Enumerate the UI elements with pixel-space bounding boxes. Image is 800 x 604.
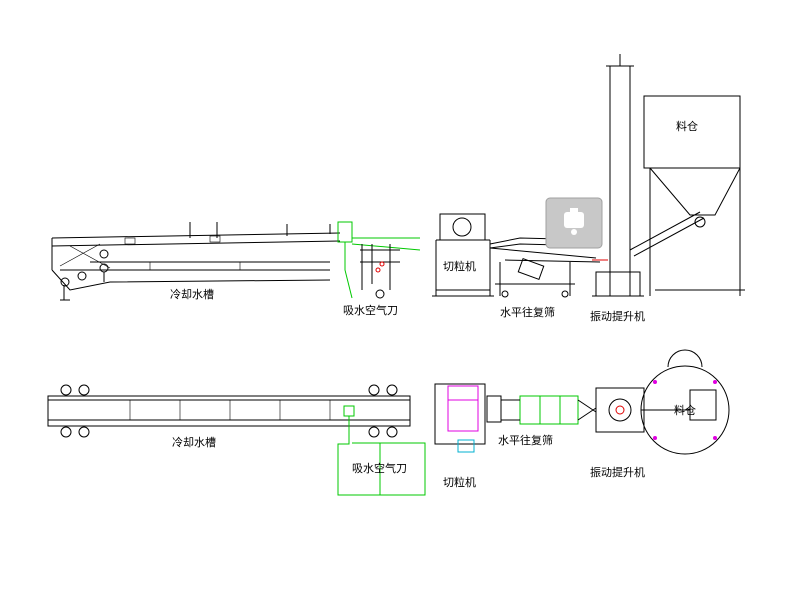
overlay-box[interactable] [545, 197, 603, 249]
air-knife-plan: 吸水空气刀 [337, 405, 426, 496]
label-vibrating-elevator-bottom: 振动提升机 [590, 465, 645, 479]
cooling-tank-elevation: 冷却水槽 [51, 222, 341, 301]
label-pelletizer-bottom: 切粒机 [443, 475, 476, 489]
vibrating-elevator-plan: 振动提升机 [590, 387, 645, 479]
label-vibrating-elevator-top: 振动提升机 [590, 309, 645, 323]
label-cooling-tank-bottom: 冷却水槽 [172, 436, 216, 449]
label-pelletizer-top: 切粒机 [443, 259, 476, 273]
label-air-knife-bottom: 吸水空气刀 [352, 461, 407, 475]
cooling-tank-plan: 冷却水槽 [47, 384, 411, 449]
label-silo-bottom: 料仓 [674, 403, 696, 417]
silo-plan: 料仓 [640, 349, 730, 455]
label-horizontal-screen-bottom: 水平往复筛 [498, 433, 553, 447]
label-horizontal-screen-top: 水平往复筛 [500, 305, 555, 319]
bucket-icon [564, 208, 584, 235]
pelletizer-plan: 切粒机 [434, 383, 502, 489]
horizontal-screen-plan: 水平往复筛 [498, 395, 597, 447]
air-knife-elevation: 吸水空气刀 [337, 221, 421, 317]
pelletizer-elevation: 切粒机 [432, 213, 494, 297]
label-air-knife-top: 吸水空气刀 [343, 303, 398, 317]
silo-elevation: 料仓 [629, 95, 745, 296]
horizontal-screen-elevation: 水平往复筛 [489, 237, 601, 319]
label-cooling-tank-top: 冷却水槽 [170, 288, 214, 301]
vibrating-elevator-elevation: 振动提升机 [590, 54, 645, 323]
label-silo-top: 料仓 [676, 119, 698, 133]
